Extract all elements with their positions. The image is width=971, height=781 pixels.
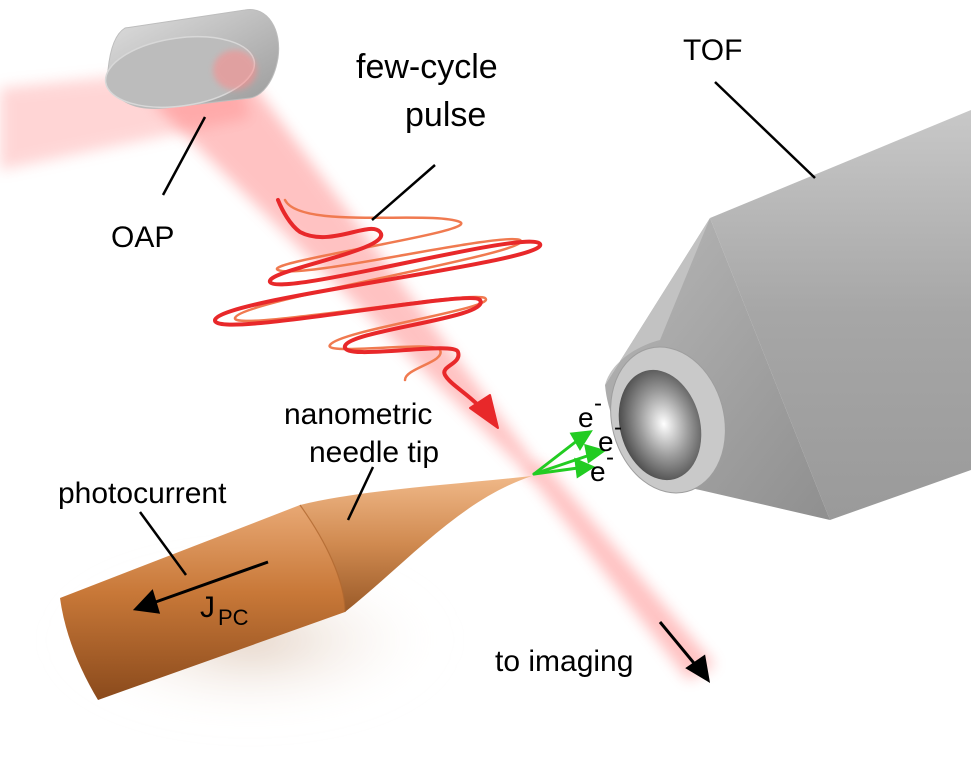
needle-shank (60, 505, 345, 700)
jpc-label: J PC (200, 591, 249, 630)
needle-label-line2: needle tip (309, 436, 439, 469)
pulse-leader-line (371, 164, 436, 221)
pulse-label-line2: pulse (405, 96, 486, 134)
pulse-wave-dark (212, 198, 543, 407)
photocurrent-arrow (132, 560, 269, 614)
photocurrent-leader-line (138, 511, 188, 576)
tof-label: TOF (683, 34, 742, 67)
to-imaging-label: to imaging (495, 645, 633, 678)
oap-mirror (104, 9, 280, 110)
nanometric-needle (60, 476, 532, 700)
needle-leader-line (346, 466, 375, 521)
leader-lines (138, 81, 816, 576)
jpc-label-base: J (200, 591, 215, 624)
tof-detector (605, 110, 971, 520)
oap-leader-line (161, 116, 207, 196)
pulse-arrowhead (469, 394, 499, 429)
electron-label-2-sup: - (614, 414, 622, 441)
electron-labels: e - e - e - (578, 390, 622, 487)
jpc-label-subscript: PC (218, 605, 249, 630)
laser-beam (150, 80, 715, 680)
pulse-label-line1: few-cycle (356, 48, 498, 86)
electron-label-1: e (578, 402, 594, 433)
electron-arrows (532, 430, 607, 479)
to-imaging-arrow (658, 621, 711, 683)
oap-label: OAP (111, 221, 174, 254)
electron-label-3: e (590, 456, 606, 487)
needle-tip-taper (300, 476, 532, 612)
few-cycle-pulse (212, 198, 543, 429)
electron-label-3-sup: - (606, 444, 614, 471)
photocurrent-label: photocurrent (58, 477, 227, 510)
electron-label-2: e (598, 426, 614, 457)
tof-aperture (618, 369, 702, 481)
tof-leader-line (714, 81, 816, 179)
electron-label-1-sup: - (594, 390, 602, 417)
needle-label-line1: nanometric (284, 398, 432, 431)
